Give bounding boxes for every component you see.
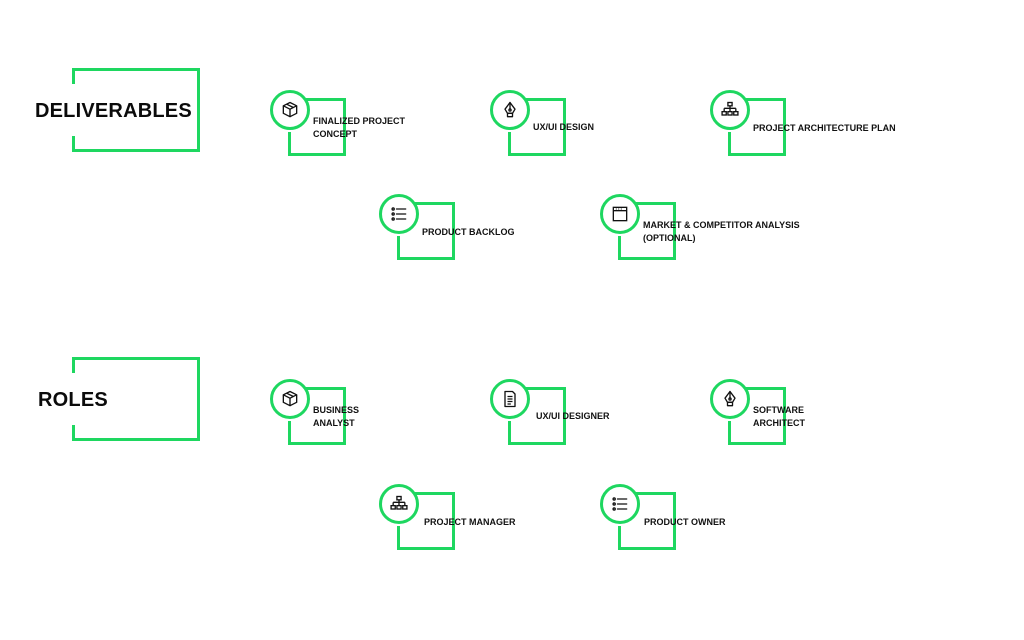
role-ux-ui-designer: UX/UI DESIGNER — [490, 379, 770, 449]
box-icon — [270, 379, 310, 419]
item-frame — [508, 387, 566, 445]
item-label: UX/UI DESIGN — [533, 122, 595, 132]
list-icon — [600, 484, 640, 524]
item-frame — [618, 202, 676, 260]
item-frame — [728, 98, 786, 156]
item-frame — [288, 387, 346, 445]
box-icon — [270, 90, 310, 130]
org-chart-icon — [710, 90, 750, 130]
document-icon — [490, 379, 530, 419]
browser-window-icon — [600, 194, 640, 234]
item-label: UX/UI DESIGNER — [536, 411, 610, 421]
role-project-manager: PROJECT MANAGER — [379, 484, 659, 554]
deliverable-finalized-project-concept: FINALIZED PROJECT CONCEPT — [270, 90, 550, 160]
pen-tool-icon — [710, 379, 750, 419]
item-label: BUSINESS ANALYST — [313, 405, 360, 428]
item-label: PROJECT MANAGER — [424, 517, 516, 527]
item-label: FINALIZED PROJECT CONCEPT — [313, 116, 406, 139]
item-label: PRODUCT OWNER — [644, 517, 726, 527]
list-icon — [379, 194, 419, 234]
deliverable-product-backlog: PRODUCT BACKLOG — [379, 194, 659, 264]
roles-title: ROLES — [38, 389, 108, 411]
item-label: PROJECT ARCHITECTURE PLAN — [753, 123, 896, 133]
item-frame — [618, 492, 676, 550]
item-frame — [397, 202, 455, 260]
item-label: PRODUCT BACKLOG — [422, 227, 515, 237]
item-frame — [288, 98, 346, 156]
role-software-architect: SOFTWARE ARCHITECT — [710, 379, 990, 449]
deliverables-title: DELIVERABLES — [35, 100, 192, 122]
item-label: SOFTWARE ARCHITECT — [753, 405, 805, 428]
roles-frame — [72, 357, 200, 441]
pen-tool-icon — [490, 90, 530, 130]
role-product-owner: PRODUCT OWNER — [600, 484, 880, 554]
deliverable-market-competitor-analysis: MARKET & COMPETITOR ANALYSIS (OPTIONAL) — [600, 194, 880, 264]
deliverables-frame — [72, 68, 200, 152]
item-frame — [728, 387, 786, 445]
item-label: MARKET & COMPETITOR ANALYSIS (OPTIONAL) — [643, 220, 800, 243]
org-chart-icon — [379, 484, 419, 524]
deliverable-project-architecture-plan: PROJECT ARCHITECTURE PLAN — [710, 90, 990, 160]
item-frame — [508, 98, 566, 156]
deliverable-ux-ui-design: UX/UI DESIGN — [490, 90, 770, 160]
role-business-analyst: BUSINESS ANALYST — [270, 379, 550, 449]
item-frame — [397, 492, 455, 550]
